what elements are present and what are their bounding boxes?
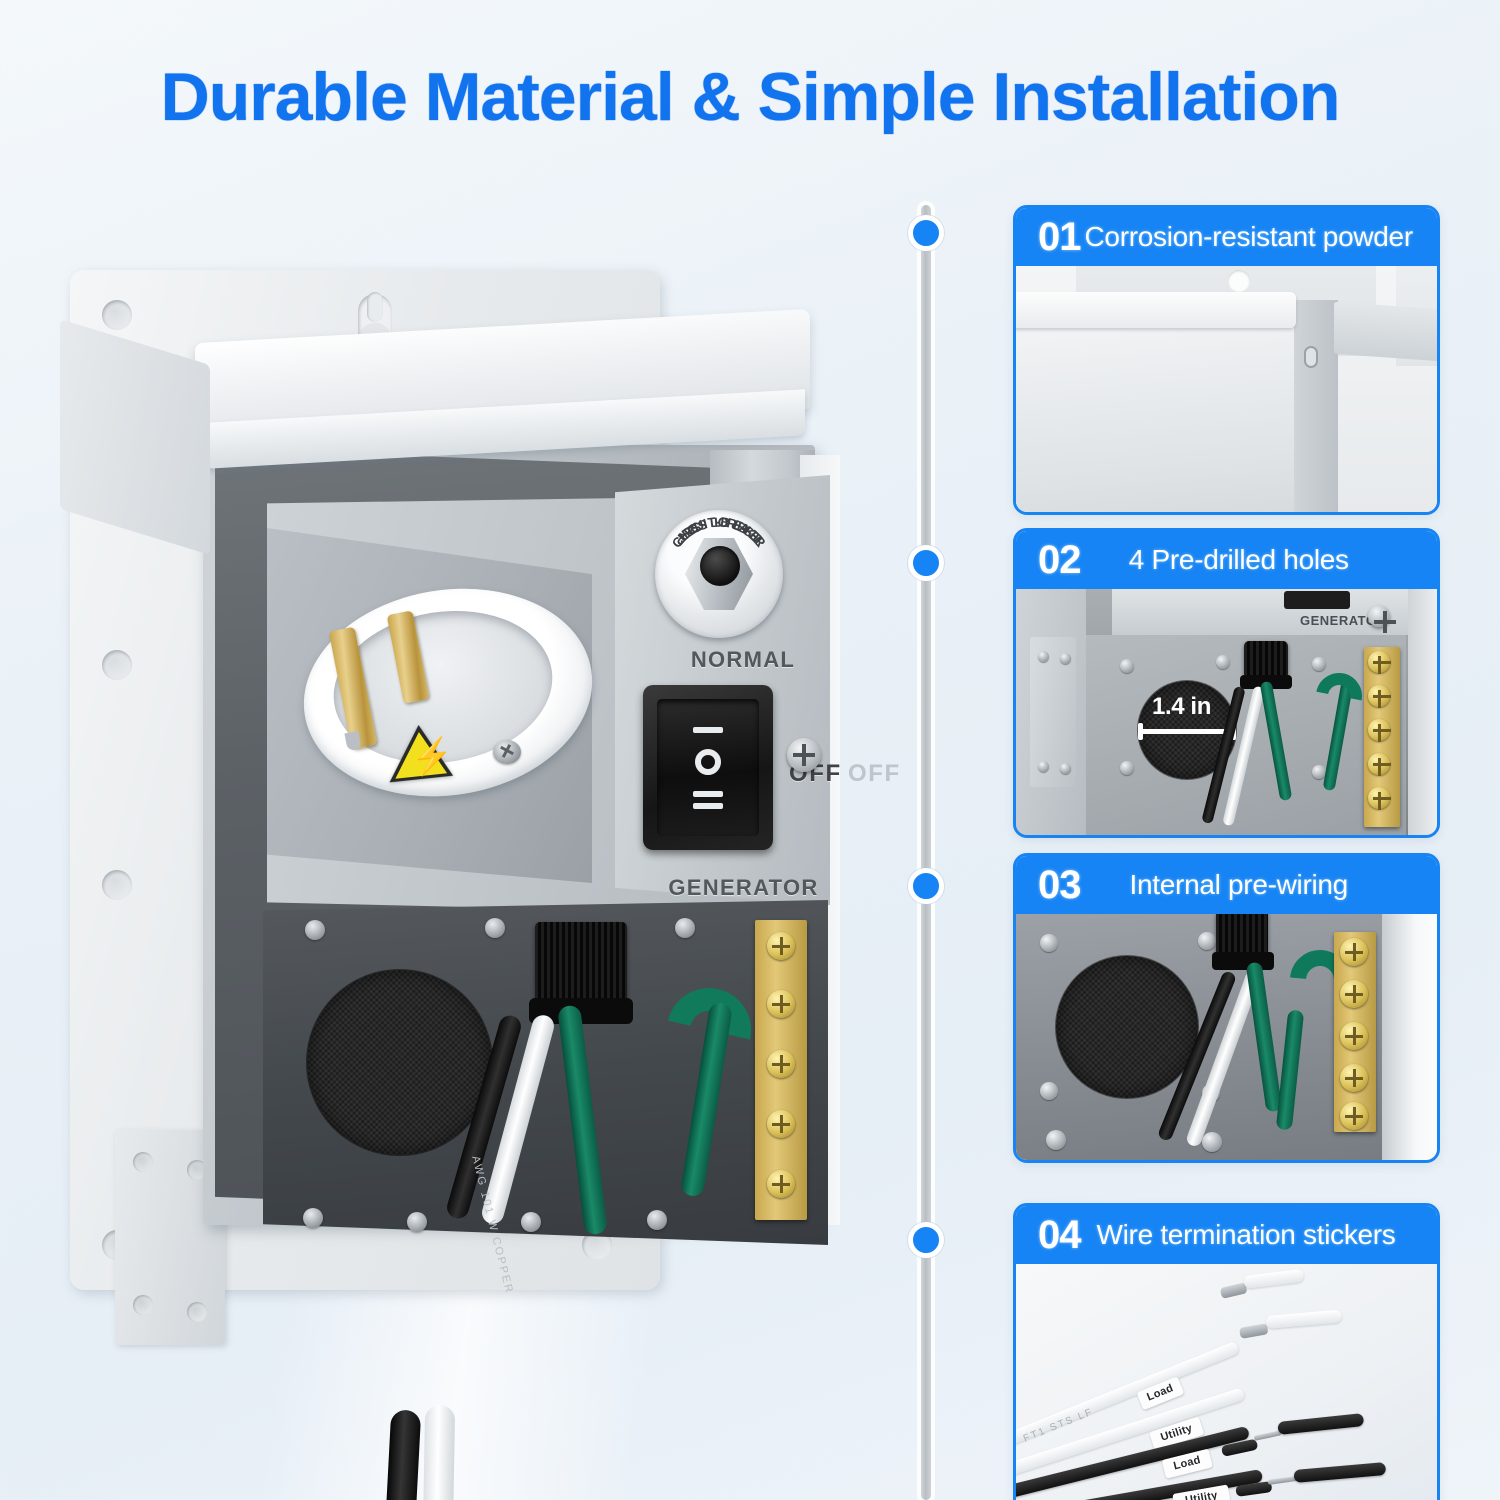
side-mounting-tab <box>115 1130 225 1345</box>
transfer-switch[interactable] <box>643 685 773 850</box>
rocker-circle-icon <box>695 749 721 775</box>
tab-hole <box>133 1295 153 1315</box>
callout-header-01: 01 Corrosion-resistant powder <box>1016 208 1437 266</box>
bus-bar-screw <box>767 932 795 960</box>
callout-header-04: 04 Wire termination stickers <box>1016 1206 1437 1264</box>
callout-number-01: 01 <box>1038 215 1081 259</box>
dimension-label: 1.4 in <box>1152 693 1211 720</box>
mount-hole <box>102 870 132 900</box>
label-normal: NORMAL <box>690 647 796 672</box>
case-screw <box>407 1212 427 1232</box>
timeline-dot-03 <box>908 868 944 904</box>
case-screw <box>305 920 325 940</box>
callout-photo-02: GENERATOR 1.4 in <box>1016 589 1437 835</box>
callout-label-03: Internal pre-wiring <box>1129 869 1349 900</box>
rocker-face[interactable] <box>657 699 759 836</box>
callout-header-03: 03 Internal pre-wiring <box>1016 856 1437 914</box>
case-screw <box>647 1210 667 1230</box>
timeline-rail <box>921 205 931 1500</box>
callout-header-02: 02 4 Pre-drilled holes <box>1016 531 1437 589</box>
callout-number-03: 03 <box>1038 863 1081 907</box>
callout-photo-04: Load Utility Load Utility FT1 STS LF <box>1016 1264 1437 1500</box>
callout-label-04: Wire termination stickers <box>1096 1219 1396 1250</box>
timeline-dot-01 <box>908 215 944 251</box>
breaker-reset-button[interactable] <box>700 546 740 586</box>
callout-card-01[interactable]: 01 Corrosion-resistant powder <box>1013 205 1440 515</box>
case-screw <box>675 918 695 938</box>
callout-number-04: 04 <box>1038 1213 1081 1257</box>
bus-bar-screw <box>767 1110 795 1138</box>
callout-label-02: 4 Pre-drilled holes <box>1128 544 1349 575</box>
case-screw <box>521 1212 541 1232</box>
rocker-dash-top <box>693 727 723 733</box>
callout-photo-03 <box>1016 914 1437 1160</box>
mount-hole <box>102 300 132 330</box>
panel-inner-label-02: GENERATOR <box>1300 613 1387 628</box>
callout-photo-01 <box>1016 266 1437 512</box>
callout-card-02[interactable]: 02 4 Pre-drilled holes GENERATOR 1.4 in <box>1013 528 1440 838</box>
mount-hole <box>102 650 132 680</box>
tab-hole <box>133 1152 153 1172</box>
timeline-dot-04 <box>908 1222 944 1258</box>
tab-hole <box>187 1302 207 1322</box>
case-screw <box>485 918 505 938</box>
label-generator: GENERATOR <box>668 875 819 900</box>
tab-hole <box>187 1160 207 1180</box>
bus-bar-screw <box>767 1170 795 1198</box>
outgoing-black-cable <box>378 1409 422 1500</box>
high-voltage-icon: ⚡ <box>386 721 454 785</box>
knockout-hole <box>307 970 492 1155</box>
bus-bar-screw <box>767 1050 795 1078</box>
bus-bar-screw <box>767 990 795 1018</box>
label-off-reflection: OFF <box>848 760 901 787</box>
case-screw <box>303 1208 323 1228</box>
page-title: Durable Material & Simple Installation <box>160 59 1341 135</box>
outgoing-white-cable <box>420 1404 456 1500</box>
callout-label-01: Corrosion-resistant powder <box>1084 221 1414 252</box>
inlet-screw <box>493 740 521 764</box>
callout-card-03[interactable]: 03 Internal pre-wiring <box>1013 853 1440 1163</box>
rocker-dash-lower-1 <box>693 791 723 797</box>
callout-number-02: 02 <box>1038 538 1081 582</box>
timeline-dot-02 <box>908 545 944 581</box>
panel-screw <box>787 738 821 772</box>
rocker-dash-lower-2 <box>693 803 723 809</box>
cable-gland <box>535 922 627 1004</box>
callout-card-04[interactable]: 04 Wire termination stickers Load Utilit… <box>1013 1203 1440 1500</box>
